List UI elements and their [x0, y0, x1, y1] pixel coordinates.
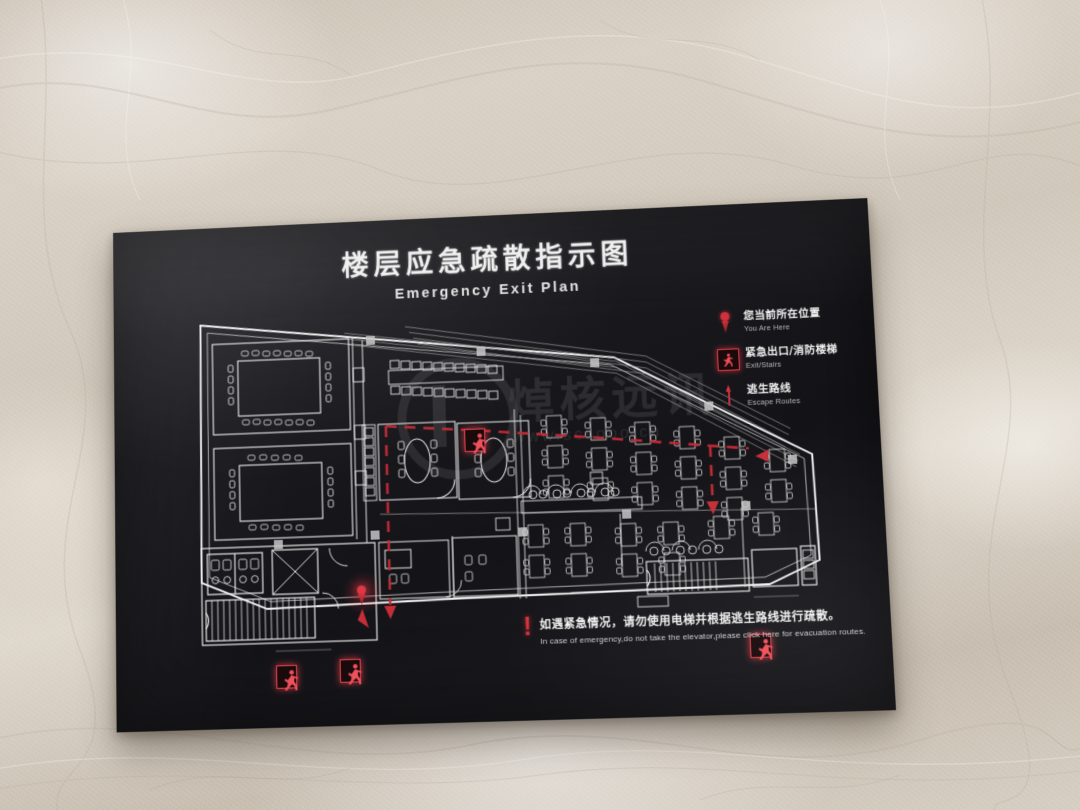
- exit-sign-upper-center[interactable]: [464, 428, 487, 454]
- legend-label-en: Exit/Stairs: [745, 359, 782, 370]
- emergency-exit-sign-icon: [716, 347, 741, 372]
- legend-label-cn: 紧急出口/消防楼梯: [744, 343, 838, 360]
- running-man-icon: [283, 670, 298, 691]
- structural-columns: [273, 335, 798, 550]
- conference-room-north: [212, 339, 350, 435]
- running-man-icon: [472, 433, 487, 454]
- legend-label-cn: 逃生路线: [746, 382, 792, 396]
- phone-booth-row: [362, 425, 377, 501]
- floor-plan-drawing: [154, 256, 865, 691]
- exit-sign-lower-left-a[interactable]: [276, 664, 298, 691]
- legend-label-en: You Are Here: [743, 322, 791, 333]
- running-man-icon: [347, 664, 362, 685]
- warning-exclamation-icon: !: [522, 612, 533, 642]
- emergency-exit-plan-board: 楼层应急疏散指示图 Emergency Exit Plan 焯核远讯 www.s…: [113, 198, 897, 733]
- floor-plan-svg: [154, 256, 865, 683]
- legend-label-en: Escape Routes: [747, 395, 801, 407]
- legend-label-cn: 您当前所在位置: [743, 307, 821, 323]
- service-core: [201, 543, 377, 646]
- running-man-icon: [757, 638, 773, 660]
- exit-sign-lower-left-b[interactable]: [339, 658, 362, 685]
- legend-item-escape-routes[interactable]: 逃生路线 Escape Routes: [718, 379, 871, 409]
- legend-item-you-are-here[interactable]: 您当前所在位置 You Are Here: [714, 305, 866, 335]
- running-man-icon: [723, 353, 734, 367]
- escape-route-arrow-icon: [718, 384, 741, 409]
- legend-item-exit-stairs[interactable]: 紧急出口/消防楼梯 Exit/Stairs: [716, 342, 869, 372]
- left-corridor: [352, 336, 368, 543]
- legend: 您当前所在位置 You Are Here 紧急出口/消防楼梯 Exit/Stai…: [714, 305, 871, 422]
- you-are-here-marker-icon: [714, 311, 737, 336]
- conference-room-south: [214, 443, 353, 540]
- pantry-area: [521, 482, 642, 514]
- north-bench-seating: [388, 356, 504, 403]
- pantry-area-east: [646, 540, 724, 556]
